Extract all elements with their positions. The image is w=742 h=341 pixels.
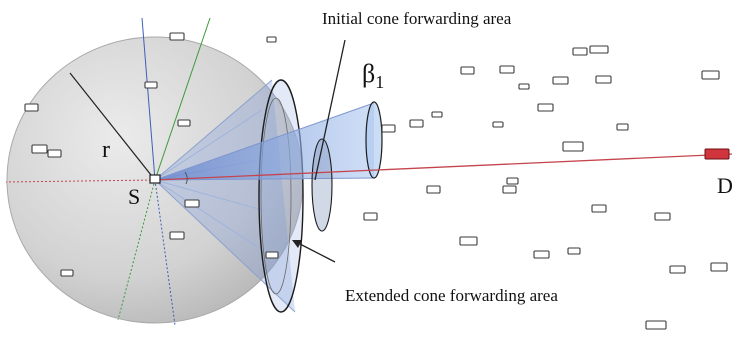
network-node bbox=[144, 81, 158, 89]
extended-cone-rim bbox=[258, 79, 304, 313]
extended-area-pointer bbox=[299, 243, 336, 263]
network-node bbox=[363, 212, 378, 221]
network-node bbox=[169, 231, 185, 240]
network-node bbox=[654, 212, 671, 221]
network-node bbox=[24, 103, 39, 112]
network-node bbox=[701, 70, 720, 80]
network-node bbox=[669, 265, 686, 274]
network-node bbox=[169, 32, 185, 41]
network-node bbox=[31, 144, 48, 154]
network-node bbox=[381, 124, 396, 133]
network-node bbox=[266, 36, 277, 43]
source-destination-line bbox=[154, 153, 733, 181]
source-label: S bbox=[128, 184, 140, 209]
network-node bbox=[533, 250, 550, 259]
extended-area-label: Extended cone forwarding area bbox=[345, 286, 558, 305]
axis-lines bbox=[5, 17, 211, 326]
network-node bbox=[616, 123, 629, 131]
network-node bbox=[506, 177, 519, 185]
network-node bbox=[645, 320, 667, 330]
source-node bbox=[149, 174, 161, 184]
initial-area-label: Initial cone forwarding area bbox=[322, 9, 512, 28]
initial-area-pointer bbox=[314, 39, 346, 181]
radius-label: r bbox=[102, 137, 110, 163]
network-node bbox=[460, 66, 475, 75]
destination-label: D bbox=[717, 173, 733, 198]
angle-label: β1 bbox=[362, 59, 384, 92]
network-node bbox=[589, 45, 609, 54]
extended-area-arrowhead bbox=[292, 240, 302, 248]
network-node bbox=[595, 75, 612, 84]
angle-arc bbox=[184, 171, 188, 185]
network-node bbox=[177, 119, 191, 127]
network-node bbox=[426, 185, 441, 194]
network-node bbox=[562, 141, 584, 152]
network-node bbox=[572, 47, 588, 56]
destination-node bbox=[704, 148, 730, 160]
network-node bbox=[518, 83, 530, 90]
network-node bbox=[409, 119, 424, 128]
network-node bbox=[60, 269, 74, 277]
angle-subscript: 1 bbox=[375, 72, 384, 92]
network-node bbox=[431, 111, 443, 118]
network-node bbox=[47, 149, 62, 158]
angle-symbol: β bbox=[362, 59, 375, 88]
network-node bbox=[591, 204, 607, 213]
network-node bbox=[567, 247, 581, 255]
network-node bbox=[537, 103, 554, 112]
network-node bbox=[552, 76, 569, 85]
network-node bbox=[492, 121, 504, 128]
network-node bbox=[184, 199, 200, 208]
initial-cone-rim bbox=[365, 101, 383, 179]
network-node bbox=[502, 185, 517, 194]
network-nodes bbox=[24, 32, 728, 330]
network-node bbox=[499, 65, 515, 74]
network-node bbox=[265, 251, 279, 259]
network-node bbox=[459, 236, 478, 246]
radius-line bbox=[69, 72, 156, 181]
network-node bbox=[710, 262, 728, 272]
